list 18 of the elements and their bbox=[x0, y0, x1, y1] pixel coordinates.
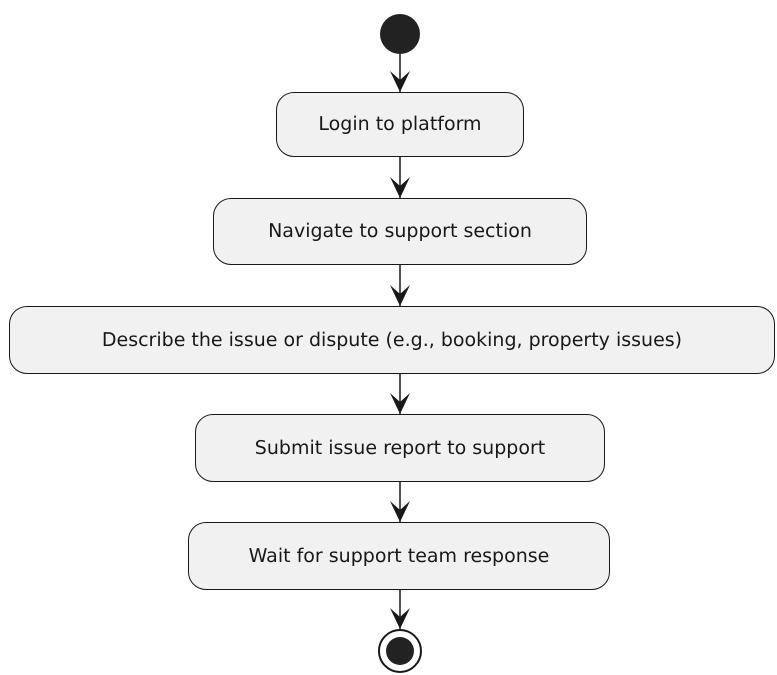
action-box bbox=[276, 92, 524, 157]
arrow bbox=[390, 54, 410, 92]
action-box bbox=[195, 414, 605, 482]
end-node bbox=[378, 629, 422, 673]
action-label: Submit issue report to support bbox=[254, 436, 546, 461]
arrow bbox=[390, 157, 410, 198]
action-box bbox=[188, 522, 610, 590]
arrow bbox=[390, 482, 410, 522]
action-label: Login to platform bbox=[318, 112, 482, 138]
action-box bbox=[213, 198, 587, 265]
action-label: Navigate to support section bbox=[268, 219, 532, 244]
arrow bbox=[390, 265, 410, 306]
action-label: Wait for support team response bbox=[248, 544, 550, 569]
arrow bbox=[390, 374, 410, 414]
start-node bbox=[380, 14, 420, 54]
arrow bbox=[390, 590, 410, 629]
action-label: Describe the issue or dispute (e.g., booking, property issues) bbox=[102, 328, 682, 353]
action-box bbox=[9, 306, 775, 374]
